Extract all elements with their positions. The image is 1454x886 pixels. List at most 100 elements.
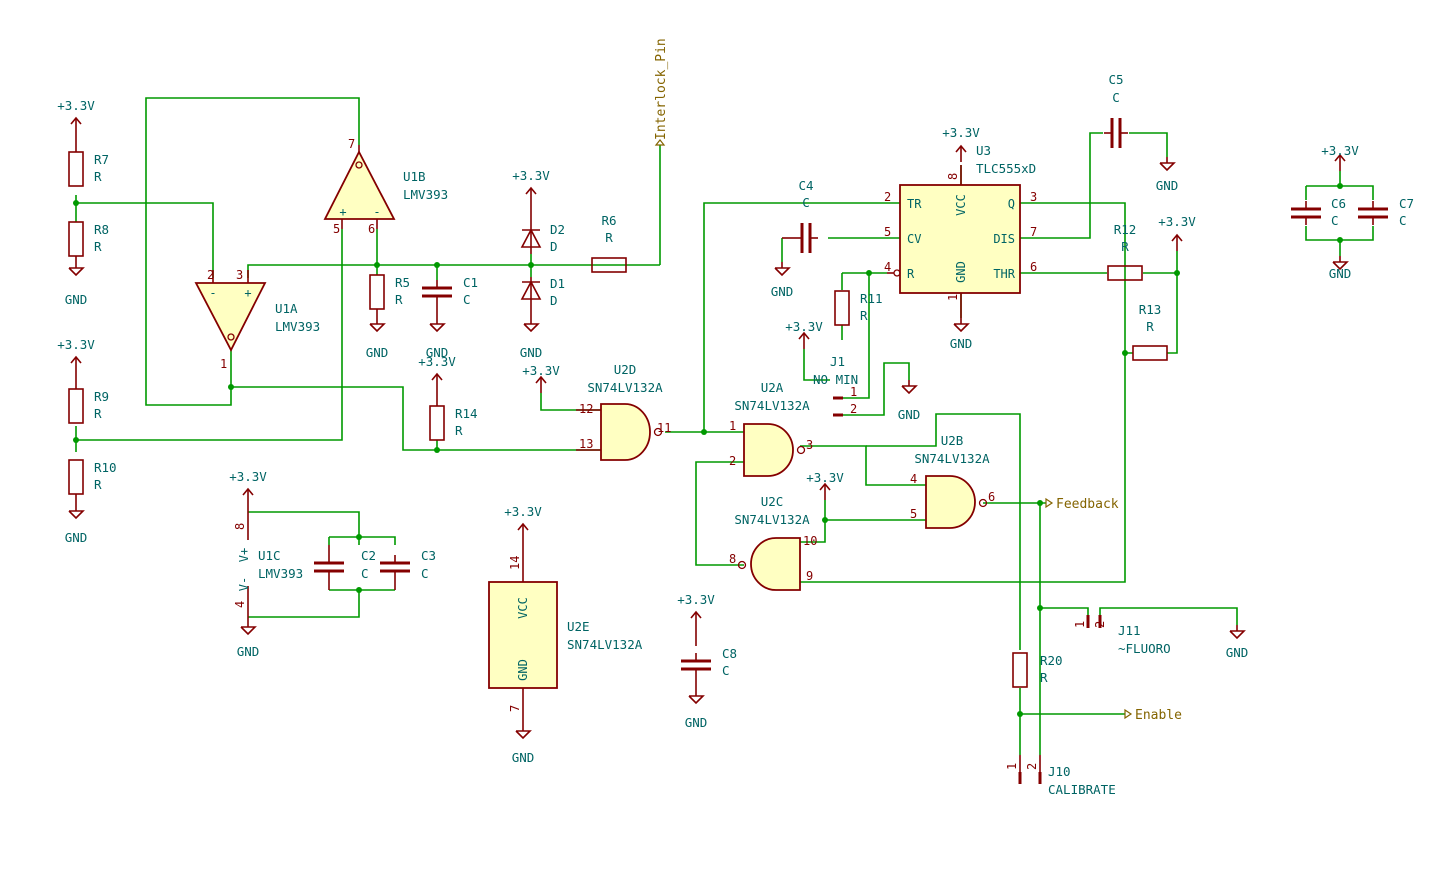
- svg-text:R9: R9: [94, 389, 109, 404]
- svg-text:6: 6: [988, 490, 995, 504]
- svg-text:R: R: [1040, 670, 1048, 685]
- svg-text:GND: GND: [1226, 645, 1249, 660]
- svg-text:5: 5: [333, 222, 340, 236]
- svg-text:+3.3V: +3.3V: [57, 98, 95, 113]
- diode-d1: D1 D: [520, 276, 565, 318]
- ground-symbol: GND: [237, 620, 260, 659]
- svg-text:GND: GND: [237, 644, 260, 659]
- power-symbol: +3.3V: [57, 337, 95, 374]
- power-symbol: +3.3V: [785, 319, 823, 350]
- svg-text:U2B: U2B: [941, 433, 964, 448]
- svg-text:R: R: [94, 477, 102, 492]
- svg-text:5: 5: [910, 507, 917, 521]
- svg-text:14: 14: [508, 556, 522, 570]
- svg-text:C8: C8: [722, 646, 737, 661]
- global-label-feedback: Feedback: [1045, 497, 1119, 512]
- svg-text:2: 2: [207, 268, 214, 282]
- svg-text:7: 7: [348, 137, 355, 151]
- svg-text:2: 2: [884, 190, 891, 204]
- comparator-u1a: - + 2 3 1 U1A LMV393: [194, 268, 320, 371]
- svg-text:R5: R5: [395, 275, 410, 290]
- svg-text:R: R: [1121, 239, 1129, 254]
- svg-text:GND: GND: [520, 345, 543, 360]
- resistor-r12: R12 R: [1107, 222, 1143, 281]
- connector-j10: 1 2 J10 CALIBRATE: [1005, 755, 1116, 797]
- svg-text:2: 2: [850, 402, 857, 416]
- svg-text:6: 6: [1030, 260, 1037, 274]
- svg-text:4: 4: [910, 472, 917, 486]
- global-label-enable: Enable: [1124, 708, 1182, 723]
- svg-text:8: 8: [729, 552, 736, 566]
- svg-text:J10: J10: [1048, 764, 1071, 779]
- ground-symbol: GND: [520, 317, 543, 360]
- svg-text:SN74LV132A: SN74LV132A: [587, 380, 663, 395]
- svg-text:THR: THR: [993, 267, 1015, 281]
- connector-j1: 1 2 J1 NO MIN: [813, 354, 858, 417]
- resistor-r20: R20 R: [1012, 652, 1063, 688]
- diode-d2: D2 D: [520, 222, 565, 254]
- capacitor-c2: C2 C: [312, 545, 376, 590]
- svg-text:U3: U3: [976, 143, 991, 158]
- ground-symbol: GND: [65, 504, 87, 545]
- power-symbol: +3.3V: [806, 470, 844, 501]
- svg-text:2: 2: [729, 454, 736, 468]
- power-symbol: +3.3V: [942, 125, 980, 163]
- svg-text:C: C: [1112, 90, 1120, 105]
- svg-text:Q: Q: [1008, 197, 1015, 211]
- ground-symbol: GND: [685, 689, 708, 730]
- resistor-r6: R6 R: [591, 213, 627, 273]
- svg-text:GND: GND: [516, 659, 530, 681]
- capacitor-c8: C8 C: [679, 646, 737, 690]
- resistor-r7: R7 R: [68, 151, 109, 187]
- resistor-r14: R14 R: [429, 405, 478, 441]
- svg-text:GND: GND: [685, 715, 708, 730]
- svg-text:C2: C2: [361, 548, 376, 563]
- capacitor-c6: C6 C: [1289, 196, 1346, 228]
- svg-text:1: 1: [946, 294, 960, 301]
- nand-gate-u2d: 12 13 11 U2D SN74LV132A: [576, 362, 671, 461]
- power-symbol: +3.3V: [57, 98, 95, 135]
- svg-text:6: 6: [368, 222, 375, 236]
- svg-text:+3.3V: +3.3V: [677, 592, 715, 607]
- svg-text:4: 4: [884, 260, 891, 274]
- svg-text:GND: GND: [1329, 266, 1352, 281]
- svg-text:7: 7: [508, 705, 522, 712]
- resistor-r11: R11 R: [834, 290, 883, 326]
- svg-text:C6: C6: [1331, 196, 1346, 211]
- global-label-interlock: Interlock_Pin: [654, 38, 669, 146]
- svg-text:C4: C4: [798, 178, 813, 193]
- svg-text:+3.3V: +3.3V: [504, 504, 542, 519]
- svg-text:R: R: [94, 406, 102, 421]
- svg-text:Enable: Enable: [1135, 708, 1182, 723]
- svg-text:C: C: [722, 663, 730, 678]
- svg-text:1: 1: [850, 385, 857, 399]
- svg-text:GND: GND: [426, 345, 449, 360]
- power-symbol: +3.3V: [1321, 143, 1359, 172]
- svg-text:NO MIN: NO MIN: [813, 372, 858, 387]
- svg-text:U1C: U1C: [258, 548, 281, 563]
- ground-symbol: GND: [426, 317, 449, 360]
- ground-symbol: GND: [1156, 156, 1178, 193]
- resistor-r8: R8 R: [68, 221, 109, 262]
- power-symbols: +3.3V +3.3V +3.3V +3.3V +3.3V +3.3V +3.3…: [57, 98, 1359, 646]
- svg-text:3: 3: [806, 438, 813, 452]
- svg-text:+3.3V: +3.3V: [1321, 143, 1359, 158]
- svg-text:U2D: U2D: [614, 362, 637, 377]
- svg-text:+3.3V: +3.3V: [1158, 214, 1196, 229]
- capacitor-c5: C5 C: [1102, 72, 1130, 150]
- svg-text:VCC: VCC: [516, 597, 530, 619]
- svg-text:SN74LV132A: SN74LV132A: [914, 451, 990, 466]
- svg-text:+: +: [339, 205, 346, 219]
- timer-u3: TR CV R VCC GND Q DIS THR 2 5 4 8 1 3 7 …: [884, 143, 1037, 318]
- capacitor-c3: C3 C: [378, 548, 436, 590]
- ground-symbol: GND: [512, 724, 534, 765]
- svg-text:LMV393: LMV393: [275, 319, 320, 334]
- svg-text:R6: R6: [601, 213, 616, 228]
- svg-text:C7: C7: [1399, 196, 1414, 211]
- svg-text:V-: V-: [237, 577, 251, 591]
- power-symbol: +3.3V: [677, 592, 715, 629]
- comparator-u1c: V+ V- 8 4 U1C LMV393: [233, 505, 303, 621]
- svg-text:SN74LV132A: SN74LV132A: [734, 512, 810, 527]
- svg-text:4: 4: [233, 601, 247, 608]
